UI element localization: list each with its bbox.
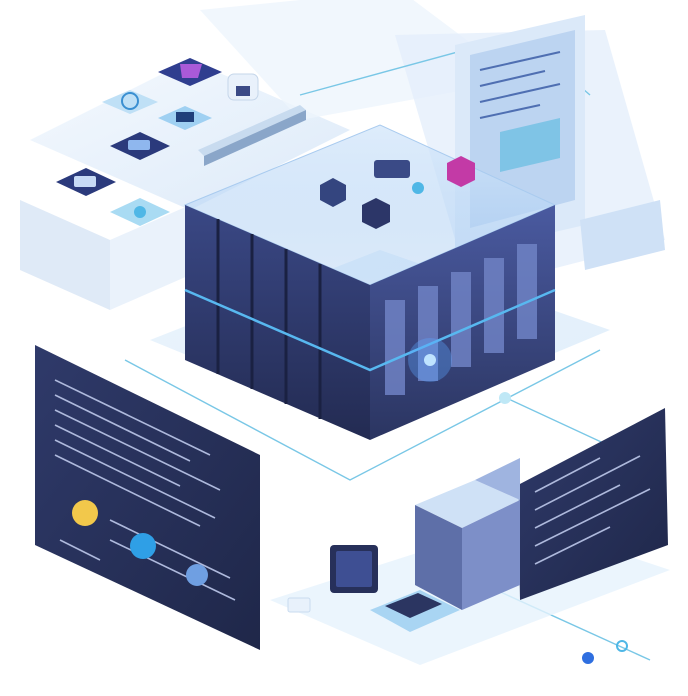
rack-dividers-left (216, 219, 322, 419)
bottom-devices (287, 392, 628, 664)
tile-gear-icon (110, 198, 170, 226)
cube-dot (412, 182, 424, 194)
rail-strip (198, 105, 306, 166)
bg-wall-left-front (110, 205, 190, 310)
right-document-panel (518, 408, 668, 600)
hub-core (424, 354, 436, 366)
bg-wall-left (20, 200, 110, 310)
chart-dot-yellow (72, 500, 98, 526)
bg-panel-left (30, 60, 350, 210)
tile-screen-icon (110, 132, 170, 160)
tile-card-icon (56, 168, 116, 196)
chart-dot-blue (186, 564, 208, 586)
document-panel (35, 345, 260, 650)
rack-left-face (185, 205, 370, 440)
line-node-icon (499, 392, 511, 404)
server-box-icon (415, 458, 520, 610)
cube-dark-1 (320, 178, 346, 207)
cube-device (374, 160, 410, 178)
cube-dark-2 (362, 198, 390, 229)
rack-vents-right (385, 244, 537, 395)
tile-monitor-icon (158, 58, 222, 86)
connector-icon-2 (616, 640, 628, 652)
cube-magenta (447, 156, 475, 187)
monitor-icon (330, 545, 378, 593)
device-cylinder-icon (227, 73, 259, 101)
keyboard-icon (370, 590, 460, 632)
icon-tiles (56, 58, 306, 226)
screen-lines (479, 51, 561, 119)
server-cluster (183, 124, 557, 440)
top-cubes (320, 156, 475, 229)
right-step-block (580, 200, 665, 270)
screen-image (500, 118, 560, 172)
small-card-icon (287, 597, 311, 613)
connector-icon (582, 652, 594, 664)
right-doc-lines (534, 455, 651, 565)
chart-dot-cyan (130, 533, 156, 559)
tile-chip-icon (158, 106, 212, 130)
tile-circle-icon (102, 90, 158, 114)
line-left-loop (124, 349, 601, 481)
glow-band (184, 288, 556, 372)
